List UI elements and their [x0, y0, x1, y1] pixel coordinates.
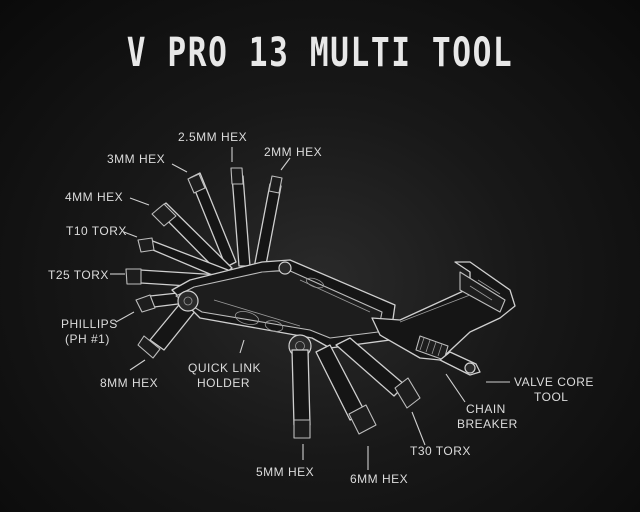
label-8mm-hex: 8MM HEX [100, 376, 158, 390]
pivot-bolt-left [177, 290, 199, 312]
label-chain-breaker: CHAIN [466, 402, 506, 416]
label-valve-core: VALVE CORE [514, 375, 594, 389]
tool-body [171, 259, 396, 358]
label-3mm-hex: 3MM HEX [107, 152, 165, 166]
leader-lines [110, 147, 510, 470]
chain-breaker-assembly [371, 261, 516, 376]
lower-bits [291, 337, 421, 439]
label-chain-breaker-sub: BREAKER [457, 417, 518, 431]
bit-2mm-hex [253, 183, 282, 271]
label-2-5mm-hex: 2.5MM HEX [178, 130, 247, 144]
label-t30-torx: T30 TORX [410, 444, 471, 458]
label-5mm-hex: 5MM HEX [256, 465, 314, 479]
label-phillips-sub: (PH #1) [65, 332, 110, 346]
bit-2-5mm-hex [231, 175, 251, 267]
labels: 2.5MM HEX 3MM HEX 2MM HEX 4MM HEX T10 TO… [48, 130, 594, 486]
label-2mm-hex: 2MM HEX [264, 145, 322, 159]
label-quick-link: QUICK LINK [188, 361, 261, 375]
label-valve-core-sub: TOOL [534, 390, 568, 404]
page-title: V PRO 13 MULTI TOOL [126, 30, 514, 76]
label-4mm-hex: 4MM HEX [65, 190, 123, 204]
label-quick-link-sub: HOLDER [197, 376, 250, 390]
label-phillips: PHILLIPS [61, 317, 118, 331]
label-t10-torx: T10 TORX [66, 224, 127, 238]
fanned-bits [125, 167, 283, 359]
bit-5mm-hex [291, 349, 311, 426]
label-6mm-hex: 6MM HEX [350, 472, 408, 486]
label-t25-torx: T25 TORX [48, 268, 109, 282]
